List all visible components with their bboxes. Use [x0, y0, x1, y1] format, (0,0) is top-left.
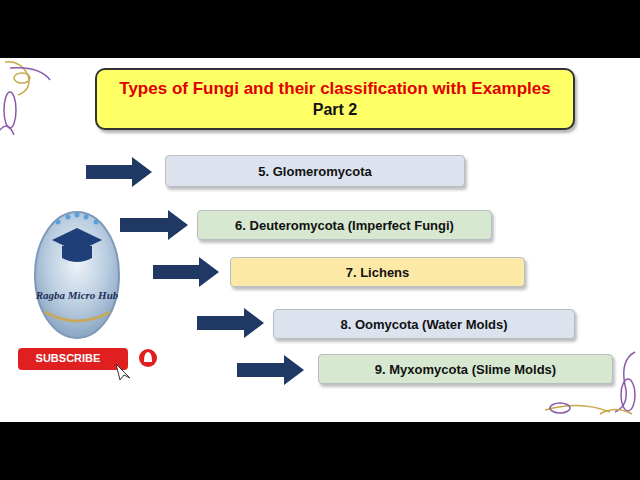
- top-bar: [0, 0, 640, 58]
- graduation-cap: [62, 246, 92, 262]
- title-box: Types of Fungi and their classification …: [95, 68, 575, 130]
- logo-base: [45, 312, 110, 321]
- category-label: 8. Oomycota (Water Molds): [330, 317, 517, 332]
- title-text: Types of Fungi and their classification …: [119, 79, 550, 99]
- star-symbol: [56, 213, 99, 225]
- category-box: 9. Myxomycota (Slime Molds): [318, 354, 613, 384]
- category-label: 6. Deuteromycota (Imperfect Fungi): [225, 218, 464, 233]
- button-text: SUBSCRIBE: [36, 352, 101, 364]
- bell-icon: [144, 352, 152, 362]
- category-label: 7. Lichens: [336, 265, 420, 280]
- subscribe-button: [18, 348, 128, 370]
- cursor-icon: [116, 364, 130, 380]
- flourish: [0, 62, 635, 414]
- category-box: 5. Glomeromycota: [165, 155, 465, 187]
- category-label: 9. Myxomycota (Slime Molds): [365, 362, 566, 377]
- bottom-bar: [0, 422, 640, 480]
- category-box: 8. Oomycota (Water Molds): [273, 309, 575, 339]
- logo-emblem: [35, 212, 119, 338]
- category-box: 6. Deuteromycota (Imperfect Fungi): [197, 210, 492, 240]
- category-label: 5. Glomeromycota: [248, 164, 381, 179]
- subtitle-text: Part 2: [313, 101, 357, 119]
- logo-text: Ragba Micro Hub: [36, 289, 119, 301]
- bell-icon: [139, 349, 157, 367]
- category-box: 7. Lichens: [230, 257, 525, 287]
